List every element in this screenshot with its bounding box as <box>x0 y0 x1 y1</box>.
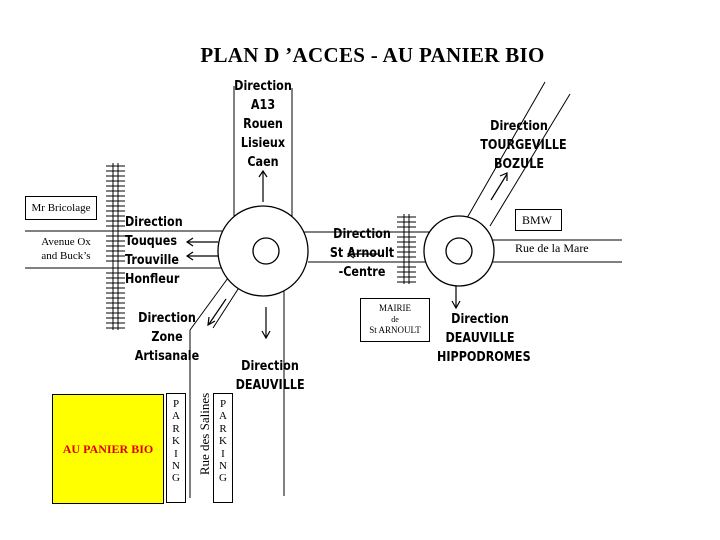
roundabout-main <box>217 205 309 297</box>
mr-bricolage-label: Mr Bricolage <box>31 202 91 214</box>
road-southwest <box>189 277 241 498</box>
direction-south-label: Direction DEAUVILLE <box>235 359 305 393</box>
parking-left: P A R K I N G <box>166 393 186 503</box>
road-northeast <box>466 81 571 227</box>
road-west <box>25 230 222 269</box>
road-connector <box>304 231 432 263</box>
arrow-south-right-icon <box>451 286 461 310</box>
arrow-north-icon <box>258 169 268 202</box>
arrow-northeast-icon <box>490 172 508 201</box>
arrow-south-icon <box>261 307 271 340</box>
railway-right-ties <box>397 216 416 283</box>
page-title: PLAN D ’ACCES - AU PANIER BIO <box>200 43 545 67</box>
direction-tourgeville-label: Direction TOURGEVILLE BOZULE <box>480 119 567 172</box>
parking-right: P A R K I N G <box>213 393 233 503</box>
arrow-east-left-icon <box>346 249 379 259</box>
roundabout-st-arnoult <box>423 215 495 287</box>
store-label: AU PANIER BIO <box>62 441 154 456</box>
avenue-ox-label: Avenue Ox and Buck’s <box>41 236 91 262</box>
direction-zone-label: Direction Zone Artisanale <box>134 311 200 364</box>
direction-north-label: Direction A13 Rouen Lisieux Caen <box>234 79 292 170</box>
road-east <box>490 239 622 263</box>
railway-left-ties <box>106 165 125 329</box>
direction-west-label: Direction Touques Trouville Honfleur <box>125 215 183 287</box>
bmw-label: BMW <box>522 213 552 227</box>
direction-hippodromes-label: Direction DEAUVILLE HIPPODROMES <box>437 312 531 365</box>
mr-bricolage-box: Mr Bricolage <box>25 196 97 220</box>
rue-mare-label: Rue de la Mare <box>515 241 589 255</box>
mairie-box: MAIRIE de St ARNOULT <box>360 298 430 342</box>
bmw-box: BMW <box>515 209 562 231</box>
arrow-west-lower-icon <box>185 251 218 261</box>
arrow-southwest-icon <box>207 298 227 327</box>
rue-salines-label: Rue des Salines <box>197 392 212 476</box>
arrow-west-upper-icon <box>185 237 218 247</box>
store-au-panier-bio: AU PANIER BIO <box>52 394 164 504</box>
road-north <box>233 86 293 218</box>
railway-right <box>403 214 410 284</box>
direction-st-arnoult-label: Direction St Arnoult -Centre <box>329 227 395 280</box>
